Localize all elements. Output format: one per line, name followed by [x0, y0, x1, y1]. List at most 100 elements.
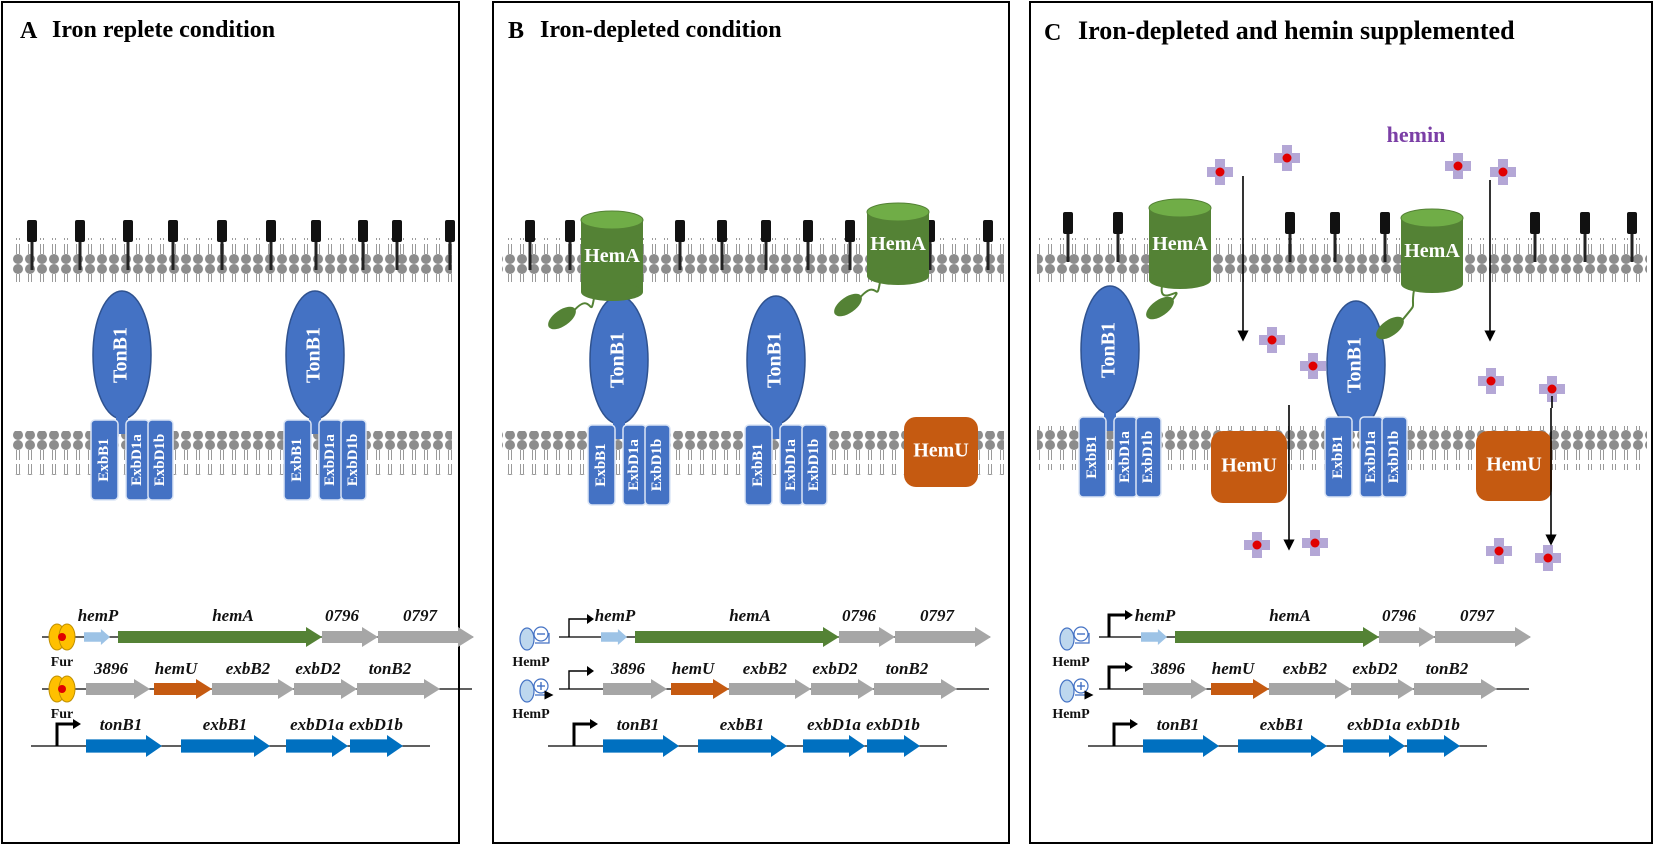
- hemu-label: HemU: [913, 440, 969, 462]
- gene-arrow-0796: [322, 627, 378, 647]
- gene-label: 0797: [403, 606, 439, 625]
- gene-arrow-3896: [603, 679, 667, 699]
- lps-head: [983, 220, 993, 242]
- gene-arrow-hemu: [671, 679, 729, 699]
- hema-receptor-bottom: [1149, 271, 1211, 289]
- panel-b-frame: [492, 1, 1010, 844]
- gene-arrow-hemp: [601, 629, 627, 645]
- exbb1-protein: [90, 419, 119, 501]
- tonb1-stem: [770, 420, 782, 439]
- gene-label: exbB2: [1283, 659, 1328, 678]
- lps-head: [123, 220, 133, 242]
- exbd1b-label: ExbD1b: [1386, 431, 1402, 484]
- fur-iron: [58, 633, 66, 641]
- hemin-molecule: [1207, 159, 1233, 185]
- hemin-molecule: [1478, 368, 1504, 394]
- gene-label: tonB2: [369, 659, 412, 678]
- repression-line: [535, 633, 550, 644]
- hemin-iron: [1252, 540, 1262, 550]
- gene-arrow-exbb1: [1238, 735, 1327, 757]
- gene-arrow-tonb2: [357, 679, 440, 699]
- hema-label: HemA: [870, 233, 926, 255]
- gene-arrow-tonb1: [1143, 735, 1219, 757]
- exbb1-label: ExbB1: [96, 438, 112, 481]
- gene-arrow-exbb2: [212, 679, 294, 699]
- gene-label: 3896: [93, 659, 129, 678]
- lps-head: [392, 220, 402, 242]
- hema-receptor: [581, 220, 643, 292]
- lps-head: [1113, 212, 1123, 234]
- exbd1a-label: ExbD1a: [322, 434, 338, 486]
- hemp-label: HemP: [512, 655, 550, 670]
- gene-label: exbB1: [203, 715, 247, 734]
- gene-label: hemP: [1135, 606, 1176, 625]
- gene-label: exbB2: [743, 659, 788, 678]
- hemp-regulator: [519, 679, 535, 703]
- gene-arrow-0797: [895, 627, 991, 647]
- hemin-molecule: [1539, 376, 1565, 402]
- exbb1-label: ExbB1: [289, 438, 305, 481]
- lps-head: [1285, 212, 1295, 234]
- gene-arrow-hemu: [154, 679, 212, 699]
- promoter-arrowhead: [73, 719, 81, 729]
- gene-arrow-hemp: [84, 629, 110, 645]
- gene-label: 0796: [842, 606, 877, 625]
- gene-arrow-exbd1b: [1407, 735, 1460, 757]
- hema-tether: [1399, 289, 1415, 324]
- exbd1b-label: ExbD1b: [649, 439, 665, 492]
- exbd1b-protein: [1381, 416, 1408, 498]
- gene-label: hemA: [729, 606, 771, 625]
- exbd1a-label: ExbD1a: [129, 434, 145, 486]
- panel-c-letter: C: [1044, 20, 1061, 46]
- fur-label: Fur: [51, 655, 74, 670]
- panel-c-frame: [1029, 1, 1653, 844]
- gene-label: hemU: [1212, 659, 1255, 678]
- gene-label: 0797: [920, 606, 956, 625]
- hema-plug-domain: [1376, 316, 1404, 340]
- hemin-iron: [1453, 161, 1463, 171]
- tonb1-label: TonB1: [110, 327, 132, 383]
- hema-label: HemA: [1152, 233, 1208, 255]
- lps-head: [311, 220, 321, 242]
- exbb1-protein: [1078, 416, 1107, 498]
- hemp-label: HemP: [1052, 655, 1090, 670]
- hema-plug-domain: [1146, 296, 1174, 320]
- exbd1a-label: ExbD1a: [1363, 431, 1379, 483]
- lps-head: [1627, 212, 1637, 234]
- hemin-iron: [1282, 153, 1292, 163]
- tonb1-stem: [1104, 410, 1116, 431]
- tonb1-stem: [1350, 425, 1362, 431]
- exbd1a-label: ExbD1a: [1117, 431, 1133, 483]
- promoter-arrowhead: [587, 666, 594, 676]
- exbd1b-label: ExbD1b: [345, 434, 361, 487]
- hema-receptor: [1401, 218, 1463, 284]
- tonb1-stem: [309, 415, 321, 434]
- lps-head: [1530, 212, 1540, 234]
- promoter-arrow: [1107, 613, 1125, 637]
- hemp-regulator: [1059, 627, 1075, 651]
- hema-receptor-top: [1400, 208, 1464, 228]
- gene-arrow-tonb2: [1414, 679, 1497, 699]
- exbd1b-label: ExbD1b: [1140, 431, 1156, 484]
- hemu-label: HemU: [1221, 455, 1277, 477]
- hemp-label: HemP: [512, 707, 550, 722]
- lps-head: [445, 220, 455, 242]
- hema-receptor-top: [580, 210, 644, 230]
- fur-label: Fur: [51, 707, 74, 722]
- hemp-regulator: [519, 627, 535, 651]
- exbd1b-protein: [147, 419, 174, 501]
- hemin-iron: [1308, 361, 1318, 371]
- exbb1-label: ExbB1: [1330, 435, 1346, 478]
- gene-arrow-hema: [118, 627, 322, 647]
- gene-label: hemU: [155, 659, 198, 678]
- exbd1b-protein: [801, 424, 828, 506]
- hemin-iron: [1543, 553, 1553, 563]
- gene-arrow-tonb1: [603, 735, 679, 757]
- gene-arrow-exbd1b: [350, 735, 403, 757]
- gene-arrow-hemp: [1141, 629, 1167, 645]
- gene-label: 3896: [610, 659, 646, 678]
- exbb1-label: ExbB1: [593, 443, 609, 486]
- inner-membrane-a: [12, 431, 452, 475]
- hemin-molecule: [1490, 159, 1516, 185]
